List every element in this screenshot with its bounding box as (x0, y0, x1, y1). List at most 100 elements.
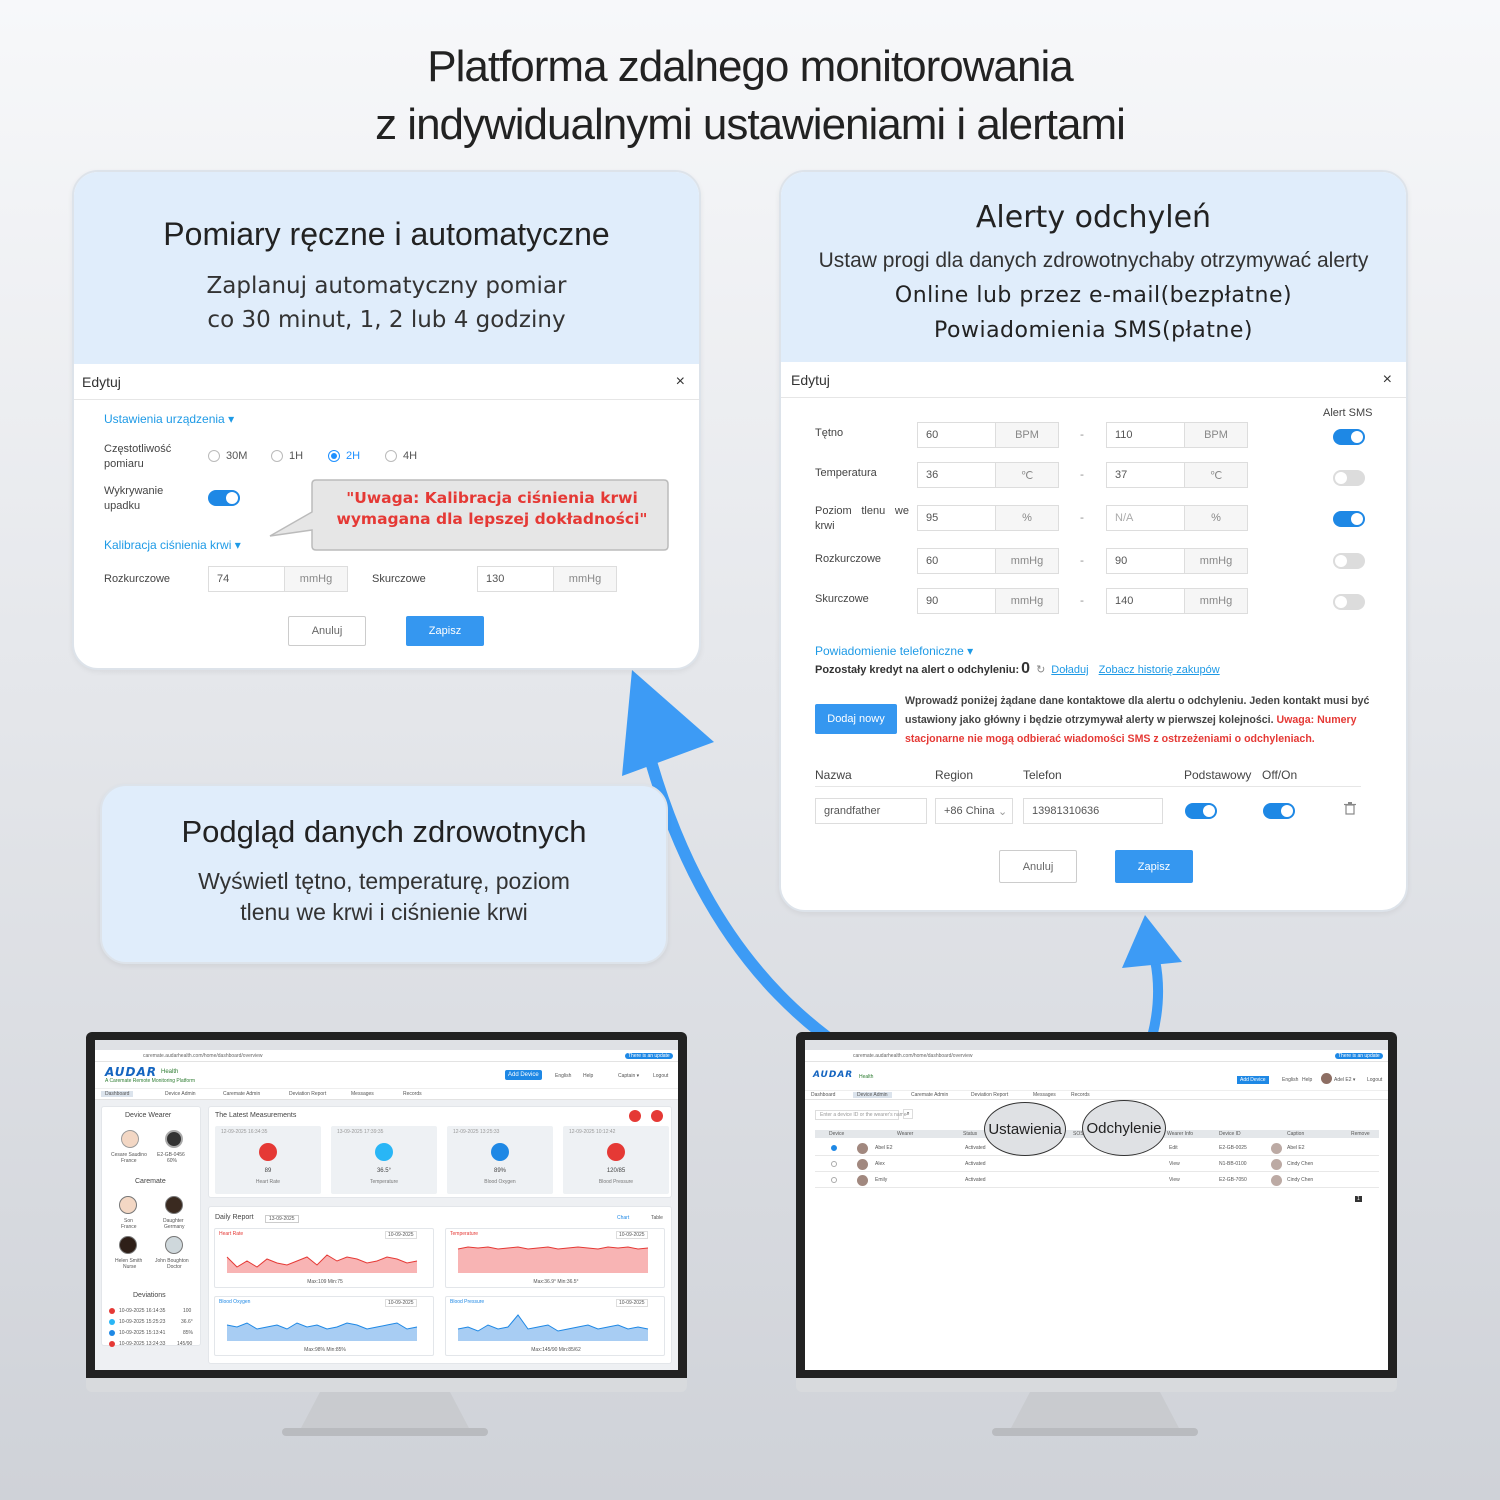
tab-dashboard[interactable]: Dashboard (101, 1091, 134, 1097)
browser-tabbar (95, 1040, 678, 1050)
search-input[interactable]: Enter a device ID or the wearer's name (815, 1110, 907, 1120)
row-radio[interactable] (831, 1177, 837, 1183)
tab-deviation-report[interactable]: Deviation Report (289, 1091, 327, 1097)
tab-device-admin[interactable]: Device Admin (165, 1091, 196, 1097)
chart-date-picker[interactable]: 10-09-2025 (385, 1231, 417, 1239)
tab-records[interactable]: Records (403, 1091, 422, 1097)
heart-rate-sms-toggle[interactable] (1333, 429, 1365, 445)
temperature-min-input[interactable]: 36℃ (917, 462, 1059, 488)
avatar[interactable] (1321, 1073, 1332, 1084)
measurement-card[interactable]: 12-09-2025 13:25:33 89% Blood Oxygen (447, 1126, 553, 1194)
measurement-card[interactable]: 12-09-2025 10:12:42 120/85 Blood Pressur… (563, 1126, 669, 1194)
help-link[interactable]: Help (1302, 1077, 1313, 1083)
chart-date-picker[interactable]: 10-09-2025 (385, 1299, 417, 1307)
add-contact-button[interactable]: Dodaj nowy (815, 704, 897, 734)
frequency-radio-1h[interactable]: 1H (271, 450, 303, 462)
chart-date-picker[interactable]: 10-09-2025 (616, 1231, 648, 1239)
frequency-radio-2h[interactable]: 2H (328, 450, 360, 462)
tab-records[interactable]: Records (1071, 1092, 1090, 1098)
chart-date-picker[interactable]: 10-09-2025 (616, 1299, 648, 1307)
logout-link[interactable]: Logout (653, 1073, 669, 1079)
user-menu[interactable]: Captain ▾ (618, 1073, 640, 1079)
diastolic-input[interactable]: 74 mmHg (208, 566, 348, 592)
help-link[interactable]: Help (583, 1073, 594, 1079)
row-radio[interactable] (831, 1145, 837, 1151)
diastolic-sms-toggle[interactable] (1333, 553, 1365, 569)
close-icon[interactable]: × (1382, 370, 1392, 388)
logout-link[interactable]: Logout (1367, 1077, 1383, 1083)
tab-caremate-admin[interactable]: Caremate Admin (223, 1091, 261, 1097)
avatar[interactable] (165, 1196, 183, 1214)
oxygen-sms-toggle[interactable] (1333, 511, 1365, 527)
contact-onoff-toggle[interactable] (1263, 803, 1295, 819)
purchase-history-link[interactable]: Zobacz historię zakupów (1098, 664, 1220, 676)
unit-label: % (996, 506, 1058, 530)
update-badge[interactable]: There is an update (1335, 1053, 1383, 1059)
browser-url[interactable]: caremate.audarhealth.com/home/dashboard/… (143, 1053, 263, 1059)
user-menu[interactable]: Adel E2 ▾ (1334, 1077, 1356, 1083)
measurement-value: 89% (493, 1168, 506, 1174)
table-row[interactable] (815, 1157, 1379, 1172)
browser-url[interactable]: caremate.audarhealth.com/home/dashboard/… (853, 1053, 973, 1059)
tab-messages[interactable]: Messages (1033, 1092, 1056, 1098)
tab-deviation-report[interactable]: Deviation Report (971, 1092, 1009, 1098)
cancel-button[interactable]: Anuluj (999, 850, 1077, 883)
table-row[interactable] (815, 1141, 1379, 1156)
topup-link[interactable]: Doładuj (1051, 664, 1089, 676)
oxygen-min-input[interactable]: 95% (917, 505, 1059, 531)
oxygen-max-input[interactable]: N/A% (1106, 505, 1248, 531)
chart-toggle[interactable]: Chart (617, 1215, 630, 1221)
phone-notification-toggle[interactable]: Powiadomienie telefoniczne ▾ (815, 644, 974, 658)
language-link[interactable]: English (555, 1073, 572, 1079)
fall-detection-toggle[interactable] (208, 490, 240, 506)
search-icon[interactable]: ⌕ (903, 1109, 913, 1119)
watch-icon[interactable] (165, 1130, 183, 1148)
cancel-button[interactable]: Anuluj (288, 616, 366, 646)
tab-messages[interactable]: Messages (351, 1091, 374, 1097)
add-device-button[interactable]: Add Device (1237, 1076, 1269, 1084)
temperature-sms-toggle[interactable] (1333, 470, 1365, 486)
avatar[interactable] (119, 1196, 137, 1214)
device-settings-toggle[interactable]: Ustawienia urządzenia ▾ (104, 412, 235, 426)
primary-contact-toggle[interactable] (1185, 803, 1217, 819)
systolic-sms-toggle[interactable] (1333, 594, 1365, 610)
trash-icon[interactable] (1344, 802, 1356, 815)
save-button[interactable]: Zapisz (1115, 850, 1193, 883)
frequency-radio-4h[interactable]: 4H (385, 450, 417, 462)
row-radio[interactable] (831, 1161, 837, 1167)
avatar[interactable] (119, 1236, 137, 1254)
device-id: E2-GB-0025 (1219, 1145, 1247, 1151)
close-icon[interactable]: × (675, 372, 685, 390)
save-button[interactable]: Zapisz (406, 616, 484, 646)
avatar[interactable] (165, 1236, 183, 1254)
frequency-radio-30m[interactable]: 30M (208, 450, 247, 462)
language-link[interactable]: English (1282, 1077, 1299, 1083)
table-column-header: Device ID (1219, 1131, 1241, 1137)
table-row[interactable] (815, 1173, 1379, 1188)
avatar (857, 1143, 868, 1154)
pagination-current[interactable]: 1 (1355, 1196, 1362, 1202)
date-picker[interactable]: 13-09-2025 (265, 1215, 299, 1223)
contact-name-input[interactable]: grandfather (815, 798, 927, 824)
measurement-card[interactable]: 13-09-2025 17:39:35 36.5° Temperature (331, 1126, 437, 1194)
tab-dashboard[interactable]: Dashboard (811, 1092, 836, 1098)
calibration-toggle[interactable]: Kalibracja ciśnienia krwi ▾ (104, 538, 241, 552)
add-device-button[interactable]: Add Device (505, 1070, 542, 1080)
update-badge[interactable]: There is an update (625, 1053, 673, 1059)
measurement-card[interactable]: 12-09-2025 16:34:35 89 Heart Rate (215, 1126, 321, 1194)
systolic-input[interactable]: 130 mmHg (477, 566, 617, 592)
tab-device-admin[interactable]: Device Admin (853, 1092, 892, 1098)
table-toggle[interactable]: Table (651, 1215, 663, 1221)
refresh-icon[interactable]: ↻ (1036, 664, 1046, 676)
temperature-max-input[interactable]: 37℃ (1106, 462, 1248, 488)
avatar[interactable] (121, 1130, 139, 1148)
contact-region-select[interactable]: +86 China⌄ (935, 798, 1013, 824)
tab-caremate-admin[interactable]: Caremate Admin (911, 1092, 949, 1098)
contact-phone-input[interactable]: 13981310636 (1023, 798, 1163, 824)
